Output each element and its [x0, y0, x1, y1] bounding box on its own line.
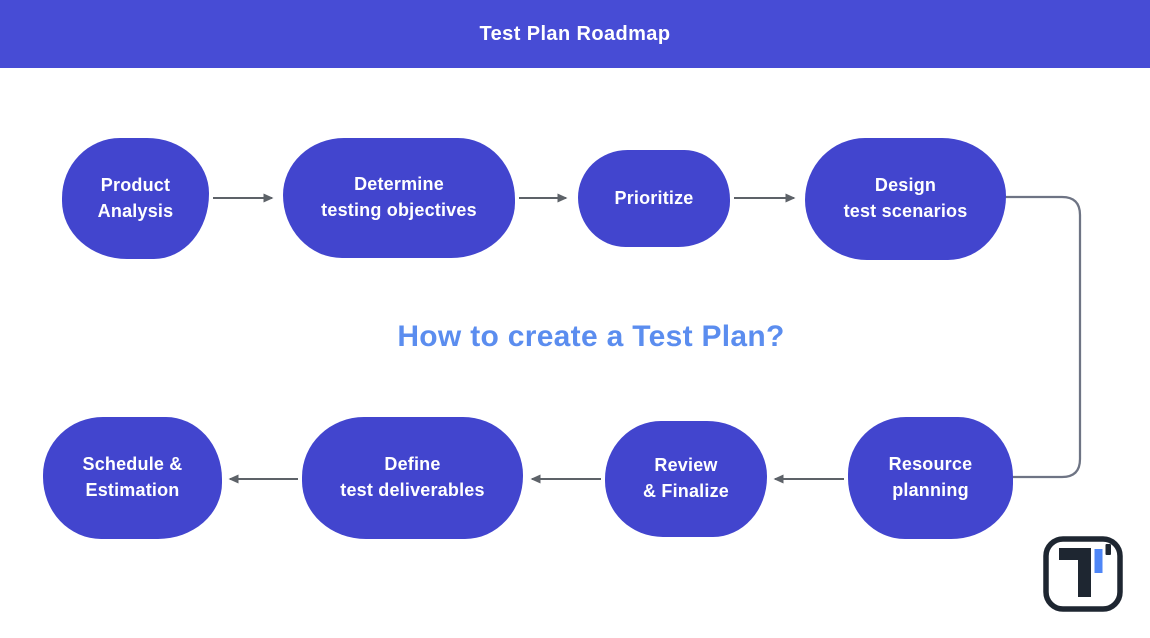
node-label-line: testing objectives: [321, 200, 477, 220]
node-design-test-scenarios: Design test scenarios: [805, 138, 1006, 260]
node-review-finalize: Review & Finalize: [605, 421, 767, 537]
node-label-line: Resource: [888, 454, 973, 475]
t-logo-icon: [1043, 536, 1123, 612]
node-resource-planning: Resource planning: [848, 417, 1013, 539]
node-label-line: Analysis: [97, 200, 174, 221]
node-label-line: Estimation: [85, 480, 180, 500]
node-schedule-estimation: Schedule & Estimation: [43, 417, 222, 539]
connector-elbow: [1002, 195, 1082, 479]
node-label: Resource planning: [889, 452, 973, 503]
node-label-line: Prioritize: [614, 187, 694, 208]
node-label-line: Review: [654, 455, 718, 476]
question-title: How to create a Test Plan?: [397, 320, 785, 353]
node-label: Define test deliverables: [340, 452, 484, 503]
node-label: Design test scenarios: [844, 173, 968, 224]
page-title: Test Plan Roadmap: [479, 22, 671, 45]
node-label-line: Determine: [354, 174, 444, 195]
node-label-line: test deliverables: [340, 480, 485, 500]
node-label-line: test scenarios: [843, 201, 968, 221]
node-label: Determine testing objectives: [321, 172, 477, 223]
node-label: Prioritize: [614, 186, 693, 212]
brand-logo: [1043, 536, 1123, 612]
node-label-line: & Finalize: [642, 481, 729, 501]
node-product-analysis: Product Analysis: [62, 138, 209, 259]
node-label: Review & Finalize: [643, 453, 729, 504]
node-prioritize: Prioritize: [578, 150, 730, 247]
node-label: Schedule & Estimation: [82, 452, 182, 503]
node-define-test-deliverables: Define test deliverables: [302, 417, 523, 539]
node-label-line: Product: [100, 174, 171, 195]
header-bar: Test Plan Roadmap: [0, 0, 1150, 68]
node-label: Product Analysis: [98, 173, 174, 224]
node-label-line: planning: [892, 480, 969, 500]
node-label-line: Schedule &: [82, 454, 183, 475]
node-determine-testing-objectives: Determine testing objectives: [283, 138, 515, 258]
node-label-line: Design: [874, 175, 937, 196]
node-label-line: Define: [384, 454, 441, 475]
